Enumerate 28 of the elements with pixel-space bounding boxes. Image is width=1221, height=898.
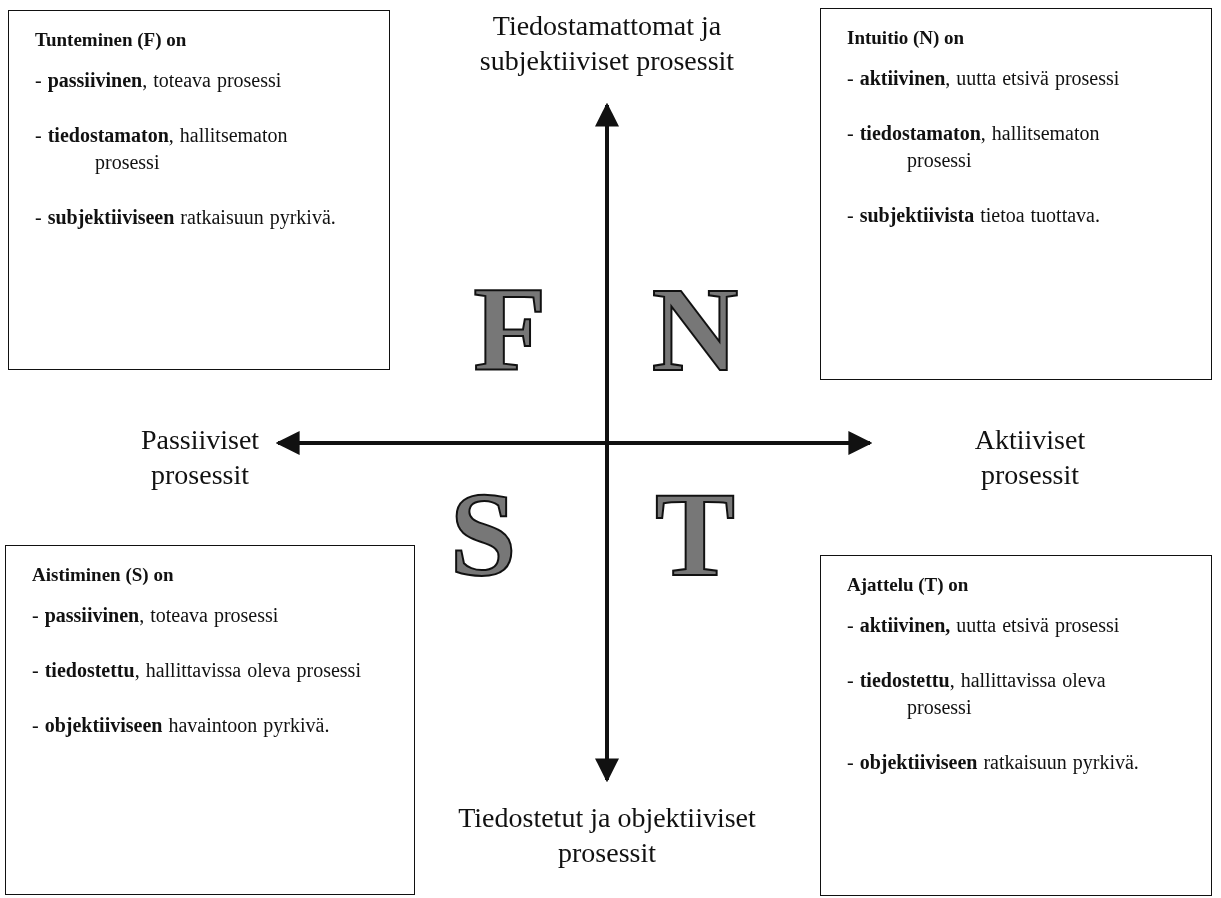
list-item: - tiedostamaton, hallitsematon prosessi bbox=[847, 121, 1101, 174]
list-item: - tiedostamaton, hallitsematon prosessi bbox=[35, 123, 289, 176]
list-item: - objektiiviseen ratkaisuun pyrkivä. bbox=[847, 750, 1140, 776]
box-heading: Aistiminen (S) on bbox=[32, 564, 175, 586]
box-heading: Intuitio (N) on bbox=[847, 27, 966, 49]
description-box bbox=[820, 8, 1212, 380]
list-item: - passiivinen, toteava prosessi bbox=[35, 68, 283, 94]
list-item: - tiedostettu, hallittavissa oleva prosessi bbox=[32, 658, 362, 684]
quadrant-letter: N bbox=[650, 270, 740, 390]
box-heading: Tunteminen (F) on bbox=[35, 29, 188, 51]
axis-label: Passiiviset prosessit bbox=[139, 423, 261, 492]
list-item: - aktiivinen, uutta etsivä prosessi bbox=[847, 66, 1121, 92]
list-item: - aktiivinen, uutta etsivä prosessi bbox=[847, 613, 1121, 639]
box-heading: Ajattelu (T) on bbox=[847, 574, 970, 596]
axis-label: Tiedostetut ja objektiiviset prosessit bbox=[457, 801, 757, 870]
axis-label: Aktiiviset prosessit bbox=[973, 423, 1087, 492]
list-item: - passiivinen, toteava prosessi bbox=[32, 603, 280, 629]
axis-label: Tiedostamattomat ja subjektiiviset prosessit bbox=[478, 9, 736, 78]
description-box bbox=[820, 555, 1212, 896]
quadrant-letter: S bbox=[448, 475, 518, 595]
list-item: - subjektiivista tietoa tuottava. bbox=[847, 203, 1101, 229]
list-item: - objektiiviseen havaintoon pyrkivä. bbox=[32, 713, 331, 739]
quadrant-letter: F bbox=[472, 270, 548, 390]
list-item: - subjektiiviseen ratkaisuun pyrkivä. bbox=[35, 205, 337, 231]
description-box bbox=[5, 545, 415, 895]
quadrant-letter: T bbox=[653, 475, 736, 595]
description-box bbox=[8, 10, 390, 370]
list-item: - tiedostettu, hallittavissa oleva prosessi bbox=[847, 668, 1107, 721]
